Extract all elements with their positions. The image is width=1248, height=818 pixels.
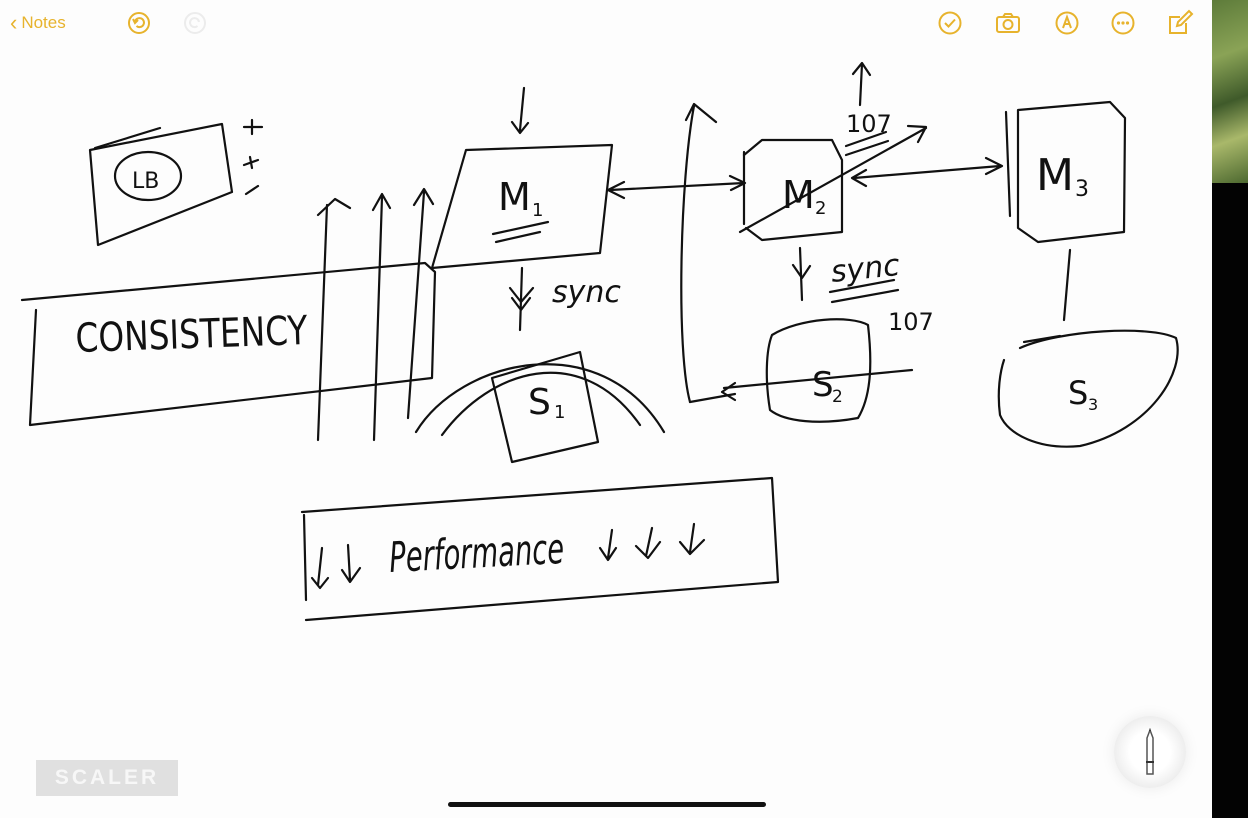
m3-subscript: 3 <box>1075 177 1089 202</box>
s1-label: S <box>528 382 551 423</box>
notes-app: ‹ Notes <box>0 0 1212 818</box>
s2-up-arrow <box>680 102 718 404</box>
count-label-2: 107 <box>888 308 934 336</box>
checklist-icon[interactable] <box>936 9 964 37</box>
consistency-box <box>20 261 437 427</box>
markup-icon[interactable] <box>1053 9 1081 37</box>
m1-label: M <box>498 175 531 219</box>
watermark-text: SCALER <box>54 766 160 789</box>
chevron-left-icon: ‹ <box>10 10 18 35</box>
m2-box <box>738 124 928 242</box>
m1-subscript: 1 <box>532 200 543 221</box>
m1-m2-link <box>606 174 747 200</box>
pencil-icon <box>1146 727 1154 775</box>
s2-label: S <box>812 365 834 405</box>
redo-icon[interactable] <box>181 9 209 37</box>
m2-subscript: 2 <box>815 198 826 219</box>
load-balancer-sketch <box>88 118 264 247</box>
pencil-tool-button[interactable] <box>1114 716 1186 788</box>
home-indicator[interactable] <box>448 802 766 807</box>
sync-label-1: sync <box>552 275 621 310</box>
m1-box <box>430 143 614 270</box>
m2-label: M <box>782 173 815 217</box>
s1-box <box>414 350 666 464</box>
m2-s2-sync <box>791 246 900 304</box>
s3-box <box>997 329 1179 448</box>
notes-toolbar: ‹ Notes <box>0 0 1212 46</box>
undo-icon[interactable] <box>125 9 153 37</box>
s2-box <box>688 318 914 423</box>
compose-icon[interactable] <box>1166 9 1194 37</box>
m3-label: M <box>1036 150 1074 201</box>
m1-s1-sync <box>508 266 535 332</box>
camera-icon[interactable] <box>994 9 1022 37</box>
camera-feed-thumbnail <box>1212 0 1248 183</box>
s3-label: S <box>1068 374 1088 412</box>
m2-m3-link <box>850 61 1004 188</box>
s3-subscript: 3 <box>1088 395 1098 414</box>
consistency-label: CONSISTENCY <box>75 308 309 362</box>
client-arrows <box>316 86 530 442</box>
performance-box <box>300 476 780 622</box>
lb-label: LB <box>132 169 159 194</box>
m3-box <box>1004 100 1127 322</box>
s2-subscript: 2 <box>832 387 843 407</box>
back-to-notes-button[interactable]: ‹ Notes <box>10 10 66 36</box>
drawing-canvas[interactable]: CONSISTENCY Performance LB M 1 M 2 M 3 S… <box>0 0 1212 818</box>
performance-label: Performance <box>388 524 565 582</box>
count-label-1: 107 <box>846 110 892 138</box>
more-icon[interactable] <box>1109 9 1137 37</box>
sync-label-2: sync <box>829 248 902 290</box>
s1-subscript: 1 <box>554 402 565 423</box>
scaler-watermark: SCALER <box>36 760 178 796</box>
back-label: Notes <box>21 13 66 32</box>
